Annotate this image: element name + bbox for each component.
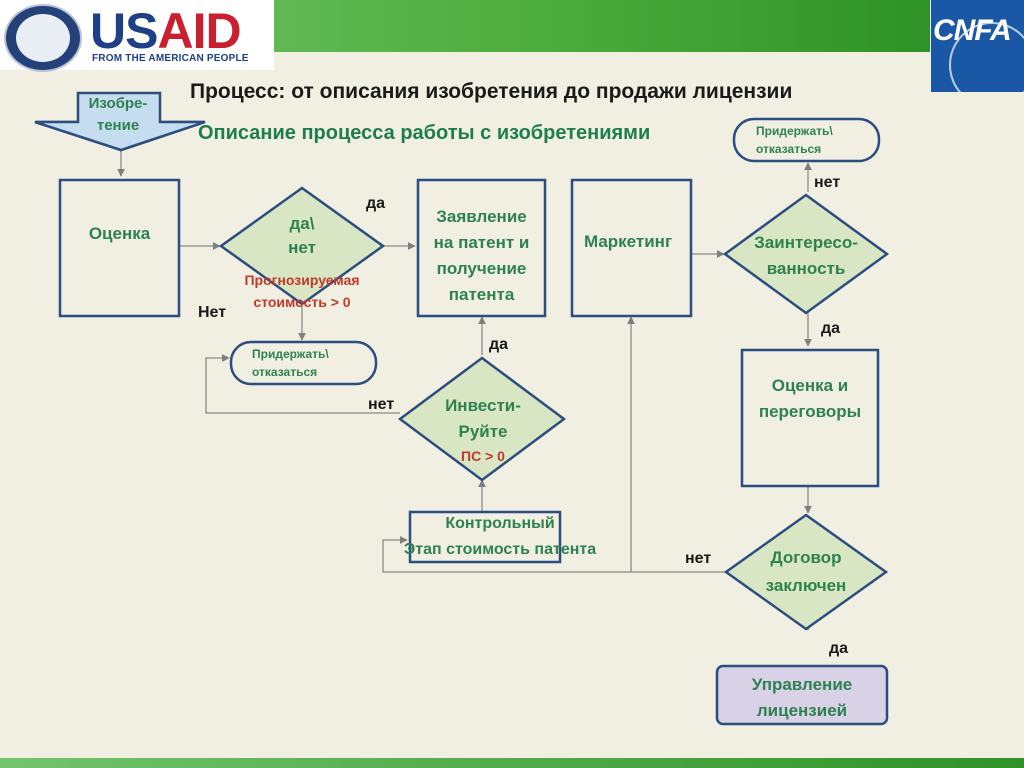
interest-label-line2: ванность (766, 259, 846, 278)
interest-decision-diamond (722, 193, 890, 315)
patent-label-line4: патента (448, 285, 515, 304)
contract-label: Договор заключен (726, 544, 886, 600)
edge-label-invest-yes: да (489, 336, 509, 353)
invest-condition: ПС > 0 (461, 448, 505, 464)
invention-label-line2: тение (96, 117, 140, 134)
patent-label-line3: получение (436, 259, 527, 278)
invest-decision-diamond (397, 356, 567, 482)
invest-label: Инвести- Руйте (423, 393, 543, 445)
page-subtitle: Описание процесса работы с изобретениями (198, 122, 651, 144)
invention-label: Изобре- тение (66, 93, 170, 137)
interest-label-line1: Заинтересо- (754, 233, 858, 252)
hold-left-label: Придержать\ отказаться (252, 345, 372, 381)
invention-label-line1: Изобре- (88, 95, 148, 112)
edge-invest-hold (205, 354, 400, 414)
assessment-label: Оценка (88, 224, 151, 243)
invest-label-line2: Руйте (458, 422, 508, 441)
value-decision-diamond (218, 186, 386, 306)
edge-label-interest-yes: да (821, 320, 841, 337)
hold-top-label: Придержать\ отказаться (756, 122, 876, 158)
contract-label-line2: заключен (765, 576, 847, 595)
license-label: Управление лицензией (717, 672, 887, 724)
hold-top-pill (732, 117, 881, 163)
value-decision-line2: нет (288, 238, 316, 257)
edge-label-interest-no: нет (814, 174, 841, 191)
invest-label-line1: Инвести- (445, 396, 521, 415)
hold-left-line2: отказаться (252, 365, 318, 379)
page-title: Процесс: от описания изобретения до прод… (190, 80, 793, 103)
evaluation-label: Оценка и переговоры (742, 373, 878, 425)
hold-left-line1: Придержать\ (252, 347, 329, 361)
checkpoint-label-line2: Этап стоимость патента (403, 541, 597, 558)
value-decision-line1: да\ (289, 214, 315, 233)
hold-top-line1: Придержать\ (756, 124, 833, 138)
contract-label-line1: Договор (770, 548, 842, 567)
edge-label-contract-no: нет (685, 550, 712, 567)
cnfa-logo: CNFA (931, 0, 1024, 92)
assessment-box (58, 178, 181, 318)
edge-label-value-yes: да (366, 195, 386, 212)
edge-label-value-no: Нет (198, 304, 227, 321)
patent-label-line1: Заявление (436, 207, 527, 226)
checkpoint-label: Контрольный Этап стоимость патента (380, 511, 620, 563)
interest-label: Заинтересо- ванность (726, 230, 886, 282)
edge-label-invest-no: нет (368, 396, 395, 413)
edge-contract-return (382, 536, 725, 573)
license-box (715, 664, 889, 726)
usaid-seal-icon (4, 4, 82, 72)
checkpoint-label-line1: Контрольный (445, 515, 555, 532)
value-decision-line4: стоимость > 0 (253, 294, 351, 310)
patent-label-line2: на патент и (433, 233, 530, 252)
value-decision-sub: Прогнозируемая стоимость > 0 (222, 269, 382, 313)
edge-label-contract-yes: да (829, 640, 849, 657)
globe-icon (949, 22, 1024, 92)
contract-decision-diamond (723, 513, 889, 631)
checkpoint-box (408, 510, 562, 564)
value-decision-line3: Прогнозируемая (244, 272, 360, 288)
usaid-logo: USAID FROM THE AMERICAN PEOPLE (0, 0, 274, 72)
value-decision-label: да\ нет (262, 212, 342, 260)
footer-band (0, 758, 1024, 768)
evaluation-label-line2: переговоры (758, 402, 862, 421)
evaluation-box (740, 348, 880, 488)
marketing-label: Маркетинг (583, 232, 673, 251)
patent-box (416, 178, 547, 318)
usaid-logo-text: USAID (90, 3, 242, 59)
patent-label: Заявление на патент и получение патента (418, 204, 545, 308)
evaluation-label-line1: Оценка и (771, 376, 849, 395)
usaid-tagline: FROM THE AMERICAN PEOPLE (92, 53, 249, 64)
hold-left-pill (229, 340, 378, 386)
license-label-line1: Управление (751, 675, 853, 694)
cnfa-logo-text: CNFA (933, 14, 1012, 47)
invention-arrow-stem (34, 91, 206, 152)
hold-top-line2: отказаться (756, 142, 822, 156)
license-label-line2: лицензией (756, 701, 848, 720)
marketing-box (570, 178, 693, 318)
